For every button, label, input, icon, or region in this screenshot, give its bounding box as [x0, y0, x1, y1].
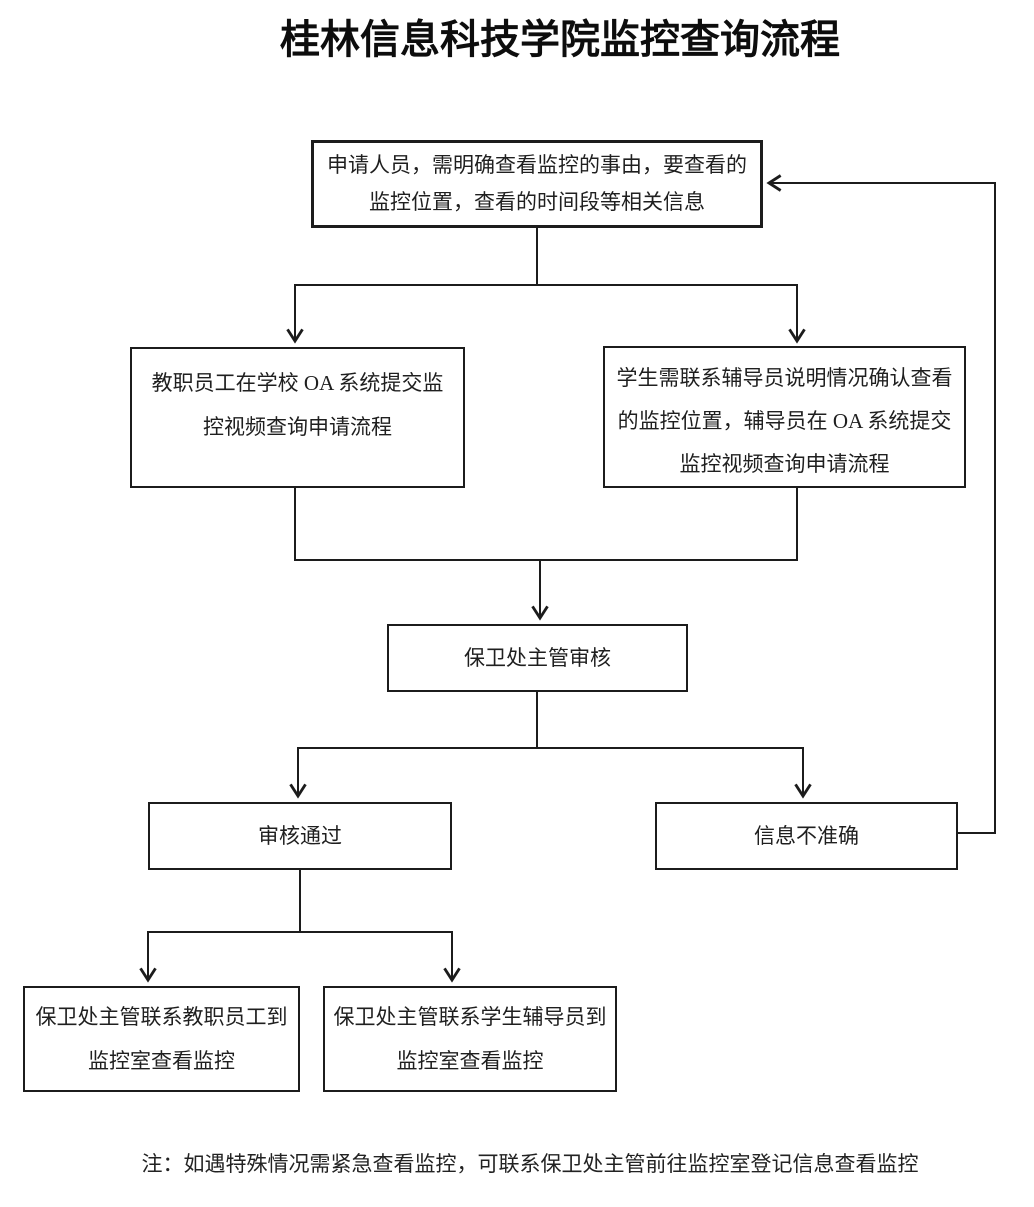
connector-apply-split — [295, 228, 797, 286]
connector-review-split — [298, 692, 803, 749]
connector-approved-split — [148, 870, 452, 933]
page-title: 桂林信息科技学院监控查询流程 — [280, 18, 840, 62]
connector-merge-to-review — [294, 488, 798, 561]
flow-node-approved: 审核通过 — [148, 802, 452, 870]
flow-node-contact-student: 保卫处主管联系学生辅导员到监控室查看监控 — [323, 986, 617, 1092]
flow-node-review: 保卫处主管审核 — [387, 624, 688, 692]
flow-node-staff-submit: 教职员工在学校 OA 系统提交监控视频查询申请流程 — [130, 347, 465, 488]
flow-node-contact-staff: 保卫处主管联系教职员工到监控室查看监控 — [23, 986, 300, 1092]
footnote: 注：如遇特殊情况需紧急查看监控，可联系保卫处主管前往监控室登记信息查看监控 — [141, 1152, 919, 1176]
flow-node-inaccurate: 信息不准确 — [655, 802, 958, 870]
flow-node-apply: 申请人员，需明确查看监控的事由，要查看的监控位置，查看的时间段等相关信息 — [311, 140, 763, 228]
connector-feedback-loop — [766, 174, 996, 834]
flow-node-student-submit: 学生需联系辅导员说明情况确认查看的监控位置，辅导员在 OA 系统提交监控视频查询… — [603, 346, 966, 488]
